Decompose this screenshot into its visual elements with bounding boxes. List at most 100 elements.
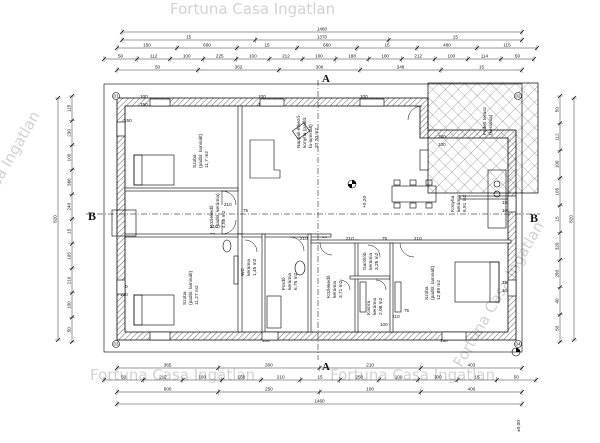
dimension-label: 660 xyxy=(323,43,331,48)
dimension-label: 50 xyxy=(67,327,72,333)
dimension-label: 320 xyxy=(555,242,560,250)
furniture xyxy=(111,122,507,329)
opening-size-label: 150 xyxy=(124,118,132,123)
dimension-label: 100 xyxy=(67,301,72,309)
dimension-label: 15 xyxy=(264,43,270,48)
label-level: ±0,00 xyxy=(516,420,522,432)
dimension-label: 225 xyxy=(216,54,224,59)
svg-text:6,91 m2: 6,91 m2 xyxy=(462,194,468,212)
opening-size-label: 100 xyxy=(380,322,388,327)
dimension-label: 115 xyxy=(503,43,511,48)
section-lines xyxy=(86,80,540,360)
svg-text:kerámia: kerámia xyxy=(287,273,293,290)
section-a-bottom: A xyxy=(322,361,330,373)
svg-text:6,75 m2: 6,75 m2 xyxy=(293,272,299,290)
dimension-label: 820 xyxy=(569,215,574,223)
dimension-label: 105 xyxy=(67,252,72,260)
dimension-label: 362 xyxy=(235,65,243,70)
dimension-label: 50 xyxy=(555,325,560,331)
dimension-label: 15 xyxy=(317,375,323,380)
dimension-label: 210 xyxy=(67,276,72,284)
dimension-label: 112 xyxy=(555,133,560,141)
opening-size-label: 210 xyxy=(392,314,400,319)
svg-text:(padló: laminált): (padló: laminált) xyxy=(198,133,204,168)
label-furdo-2: kerámia xyxy=(287,273,293,290)
opening-size-label: 150 xyxy=(440,338,448,343)
label-kamra-area: 2,08 m2 xyxy=(378,297,384,315)
label-terasz-2: (kerámia) xyxy=(488,114,494,135)
dimension-label: 114 xyxy=(481,54,489,59)
dimension-label: 100 xyxy=(555,160,560,168)
dimension-label: 210 xyxy=(277,375,285,380)
svg-text:+0,20: +0,20 xyxy=(362,196,368,208)
svg-text:kerámia: kerámia xyxy=(372,298,378,315)
corner-code: 02 xyxy=(515,94,521,99)
section-b-right: B xyxy=(530,211,538,225)
svg-text:Szoba: Szoba xyxy=(424,286,430,300)
label-furdo-area: 6,75 m2 xyxy=(293,272,299,290)
svg-text:Fedett terasz: Fedett terasz xyxy=(482,106,488,135)
dimension-label: 212 xyxy=(282,54,290,59)
doors xyxy=(221,105,423,291)
label-hall: Közlekedő xyxy=(209,205,215,228)
dimension-label: 15 xyxy=(555,216,560,222)
label-konyha-2: kerámia xyxy=(456,195,462,212)
label-kamra-2: kerámia xyxy=(372,298,378,315)
svg-text:12,89 m2: 12,89 m2 xyxy=(436,280,442,300)
svg-text:Szoba: Szoba xyxy=(182,291,188,305)
svg-text:kerámia: kerámia xyxy=(332,281,338,298)
opening-size-label: 75 xyxy=(404,308,410,313)
dimension-label: 100 xyxy=(366,387,374,392)
dimension-label: 1460 xyxy=(314,399,325,404)
svg-text:(kerámia): (kerámia) xyxy=(488,114,494,135)
label-hall2-2: kerámia xyxy=(332,281,338,298)
opening-size-label: 100 xyxy=(140,94,148,99)
svg-text:11,27 m2: 11,27 m2 xyxy=(194,285,200,305)
label-gardrob: Gardrób xyxy=(362,252,368,270)
label-kamra: Kamra xyxy=(366,301,372,315)
dimension-label: 600 xyxy=(164,387,172,392)
svg-text:Nappali-étkező-: Nappali-étkező- xyxy=(296,114,302,148)
opening-size-label: 100 xyxy=(258,94,266,99)
svg-text:3,71 m2: 3,71 m2 xyxy=(338,280,344,298)
dimension-label: 250 xyxy=(265,387,273,392)
corner-code: 03 xyxy=(113,342,119,347)
label-szoba-br: Szoba xyxy=(424,286,430,300)
label-nappali-area: 37,70 m2 xyxy=(314,128,320,148)
opening-size-label: 100 xyxy=(262,338,270,343)
opening-size-label: 210 xyxy=(414,236,422,241)
dimension-label: 100 xyxy=(198,375,206,380)
label-wc: WC xyxy=(240,267,246,276)
dimension-label: 150 xyxy=(143,43,151,48)
section-b-left: B xyxy=(88,209,96,223)
windows xyxy=(116,98,517,341)
svg-text:kerámia: kerámia xyxy=(456,195,462,212)
svg-text:37,70 m2: 37,70 m2 xyxy=(314,128,320,148)
corner-code: 04 xyxy=(515,342,521,347)
svg-text:Közlekedő: Közlekedő xyxy=(326,275,332,298)
dimension-label: 1370 xyxy=(317,35,328,40)
dimension-label: 15 xyxy=(384,43,390,48)
svg-text:Fürdő: Fürdő xyxy=(281,277,287,290)
label-furdo: Fürdő xyxy=(281,277,287,290)
label-level-center: +0,20 xyxy=(362,196,368,208)
svg-text:Közlekedő: Közlekedő xyxy=(209,205,215,228)
corner-marker xyxy=(112,340,120,348)
svg-text:±0,00: ±0,00 xyxy=(516,420,522,432)
dimension-label: 50 xyxy=(155,65,161,70)
label-nappali-2: konyha (padló: xyxy=(302,117,308,148)
corner-marker xyxy=(514,92,522,100)
dimension-label: 300 xyxy=(316,65,324,70)
label-gardrob-area: 3,25 m2 xyxy=(374,252,380,270)
dimension-label: 230 xyxy=(67,129,72,137)
opening-size-label: 75 xyxy=(243,208,249,213)
watermark-bottom: Fortuna Casa Ingatlan xyxy=(90,366,255,384)
label-szoba-tl-2: (padló: laminált) xyxy=(198,133,204,168)
dimension-label: 188 xyxy=(348,54,356,59)
dimension-label: 280 xyxy=(555,269,560,277)
svg-text:Konyha: Konyha xyxy=(450,195,456,212)
dimension-label: 15 xyxy=(475,375,481,380)
label-szoba-bl: Szoba xyxy=(182,291,188,305)
svg-text:WC: WC xyxy=(240,267,246,276)
